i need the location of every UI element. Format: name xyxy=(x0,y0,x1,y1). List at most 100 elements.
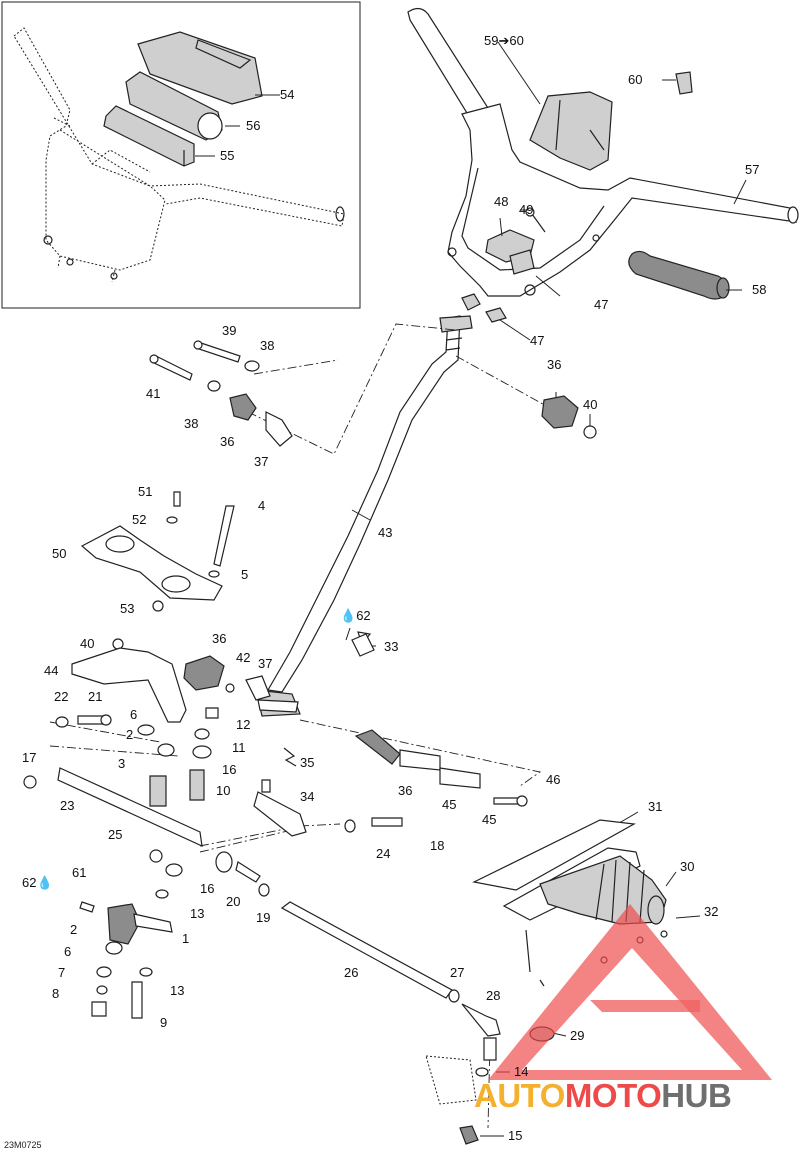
callout-36-d: 36 xyxy=(398,783,413,798)
watermark-part-3: HUB xyxy=(661,1077,732,1114)
callout-37-a: 37 xyxy=(254,454,269,469)
callout-42: 42 xyxy=(236,650,251,665)
callout-14: 14 xyxy=(514,1064,529,1079)
callout-58: 58 xyxy=(752,282,767,297)
steering-box-30 xyxy=(472,819,668,987)
callout-40-a: 40 xyxy=(583,397,598,412)
callout-60: 60 xyxy=(628,72,643,87)
pad-55 xyxy=(103,105,195,167)
callout-11: 11 xyxy=(232,740,246,755)
callout-45-a: 45 xyxy=(442,797,457,812)
callout-39: 39 xyxy=(222,323,237,338)
callout-49: 49 xyxy=(519,202,534,217)
lower-linkage xyxy=(23,707,555,1145)
callout-48: 48 xyxy=(494,194,509,209)
callout-61: 61 xyxy=(72,865,87,880)
callout-9: 9 xyxy=(160,1015,168,1030)
callout-16-a: 16 xyxy=(222,762,237,777)
callout-28: 28 xyxy=(486,988,501,1003)
callout-26: 26 xyxy=(344,965,359,980)
callout-59-60: 59➔60 xyxy=(484,33,524,48)
callout-4: 4 xyxy=(258,498,266,513)
callout-55: 55 xyxy=(220,148,235,163)
callout-3: 3 xyxy=(118,756,126,771)
handlebar-57 xyxy=(407,7,799,323)
callout-17: 17 xyxy=(22,750,37,765)
callout-27: 27 xyxy=(450,965,465,980)
callout-12: 12 xyxy=(236,717,251,732)
callout-36-b: 36 xyxy=(547,357,562,372)
callout-46: 46 xyxy=(546,772,561,787)
callout-21: 21 xyxy=(88,689,103,704)
pad-cover-59 xyxy=(529,91,613,171)
callout-56: 56 xyxy=(246,118,261,133)
callout-1: 1 xyxy=(182,931,190,946)
watermark-part-2: MOTO xyxy=(564,1077,662,1114)
callout-29: 29 xyxy=(570,1028,585,1043)
callout-41: 41 xyxy=(146,386,161,401)
callout-62-b: 62💧 xyxy=(22,875,53,890)
callout-2-a: 2 xyxy=(126,727,134,742)
callout-62-a: 💧62 xyxy=(340,608,371,623)
callout-62-b-num: 62 xyxy=(22,875,37,890)
callout-44: 44 xyxy=(44,663,59,678)
column-upper-hardware xyxy=(149,340,597,447)
pad-54 xyxy=(137,31,263,105)
callout-8: 8 xyxy=(52,986,60,1001)
callout-51: 51 xyxy=(138,484,153,499)
watermark-part-1: AUTO xyxy=(474,1077,565,1114)
callout-24: 24 xyxy=(376,846,391,861)
bushing-36-right xyxy=(541,395,579,429)
callout-38-b: 38 xyxy=(184,416,199,431)
callout-36-a: 36 xyxy=(220,434,235,449)
plate-50 xyxy=(80,491,235,612)
callout-16-b: 16 xyxy=(200,881,215,896)
callout-37-b: 37 xyxy=(258,656,273,671)
callout-52: 52 xyxy=(132,512,147,527)
callout-6-b: 6 xyxy=(64,944,72,959)
callout-50: 50 xyxy=(52,546,67,561)
callout-25: 25 xyxy=(108,827,123,842)
callout-15: 15 xyxy=(508,1128,523,1143)
callout-54: 54 xyxy=(280,87,295,102)
callout-45-b: 45 xyxy=(482,812,497,827)
callout-23: 23 xyxy=(60,798,75,813)
callout-30: 30 xyxy=(680,859,695,874)
callout-40-b: 40 xyxy=(80,636,95,651)
watermark-text: AUTOMOTOHUB xyxy=(474,1076,732,1116)
callout-62-a-num: 62 xyxy=(356,608,371,623)
callout-47-b: 47 xyxy=(530,333,545,348)
callout-5: 5 xyxy=(241,567,249,582)
callout-6-a: 6 xyxy=(130,707,138,722)
callout-13-b: 13 xyxy=(170,983,185,998)
callout-2-b: 2 xyxy=(70,922,78,937)
callout-22: 22 xyxy=(54,689,69,704)
callout-19: 19 xyxy=(256,910,271,925)
callout-31: 31 xyxy=(648,799,663,814)
tie-rod-26 xyxy=(280,901,453,999)
clip-60 xyxy=(675,71,693,95)
steering-column-43 xyxy=(255,315,473,717)
callout-33: 33 xyxy=(384,639,399,654)
frame-fragment xyxy=(425,1055,477,1105)
callout-18: 18 xyxy=(430,838,445,853)
drawing-code: 23M0725 xyxy=(4,1140,42,1150)
grip-58 xyxy=(628,250,727,300)
watermark-logo xyxy=(488,904,772,1080)
callout-43: 43 xyxy=(378,525,393,540)
callout-53: 53 xyxy=(120,601,135,616)
bracket-44 xyxy=(71,631,375,723)
callout-57: 57 xyxy=(745,162,760,177)
callout-10: 10 xyxy=(216,783,231,798)
callout-32: 32 xyxy=(704,904,719,919)
callout-20: 20 xyxy=(226,894,241,909)
callout-36-c: 36 xyxy=(212,631,227,646)
callout-35: 35 xyxy=(300,755,315,770)
callout-47-a: 47 xyxy=(594,297,609,312)
callout-38-a: 38 xyxy=(260,338,275,353)
callout-34: 34 xyxy=(300,789,315,804)
inset-handlebar-pad-box xyxy=(1,1,361,309)
leader-lines xyxy=(49,41,747,1137)
